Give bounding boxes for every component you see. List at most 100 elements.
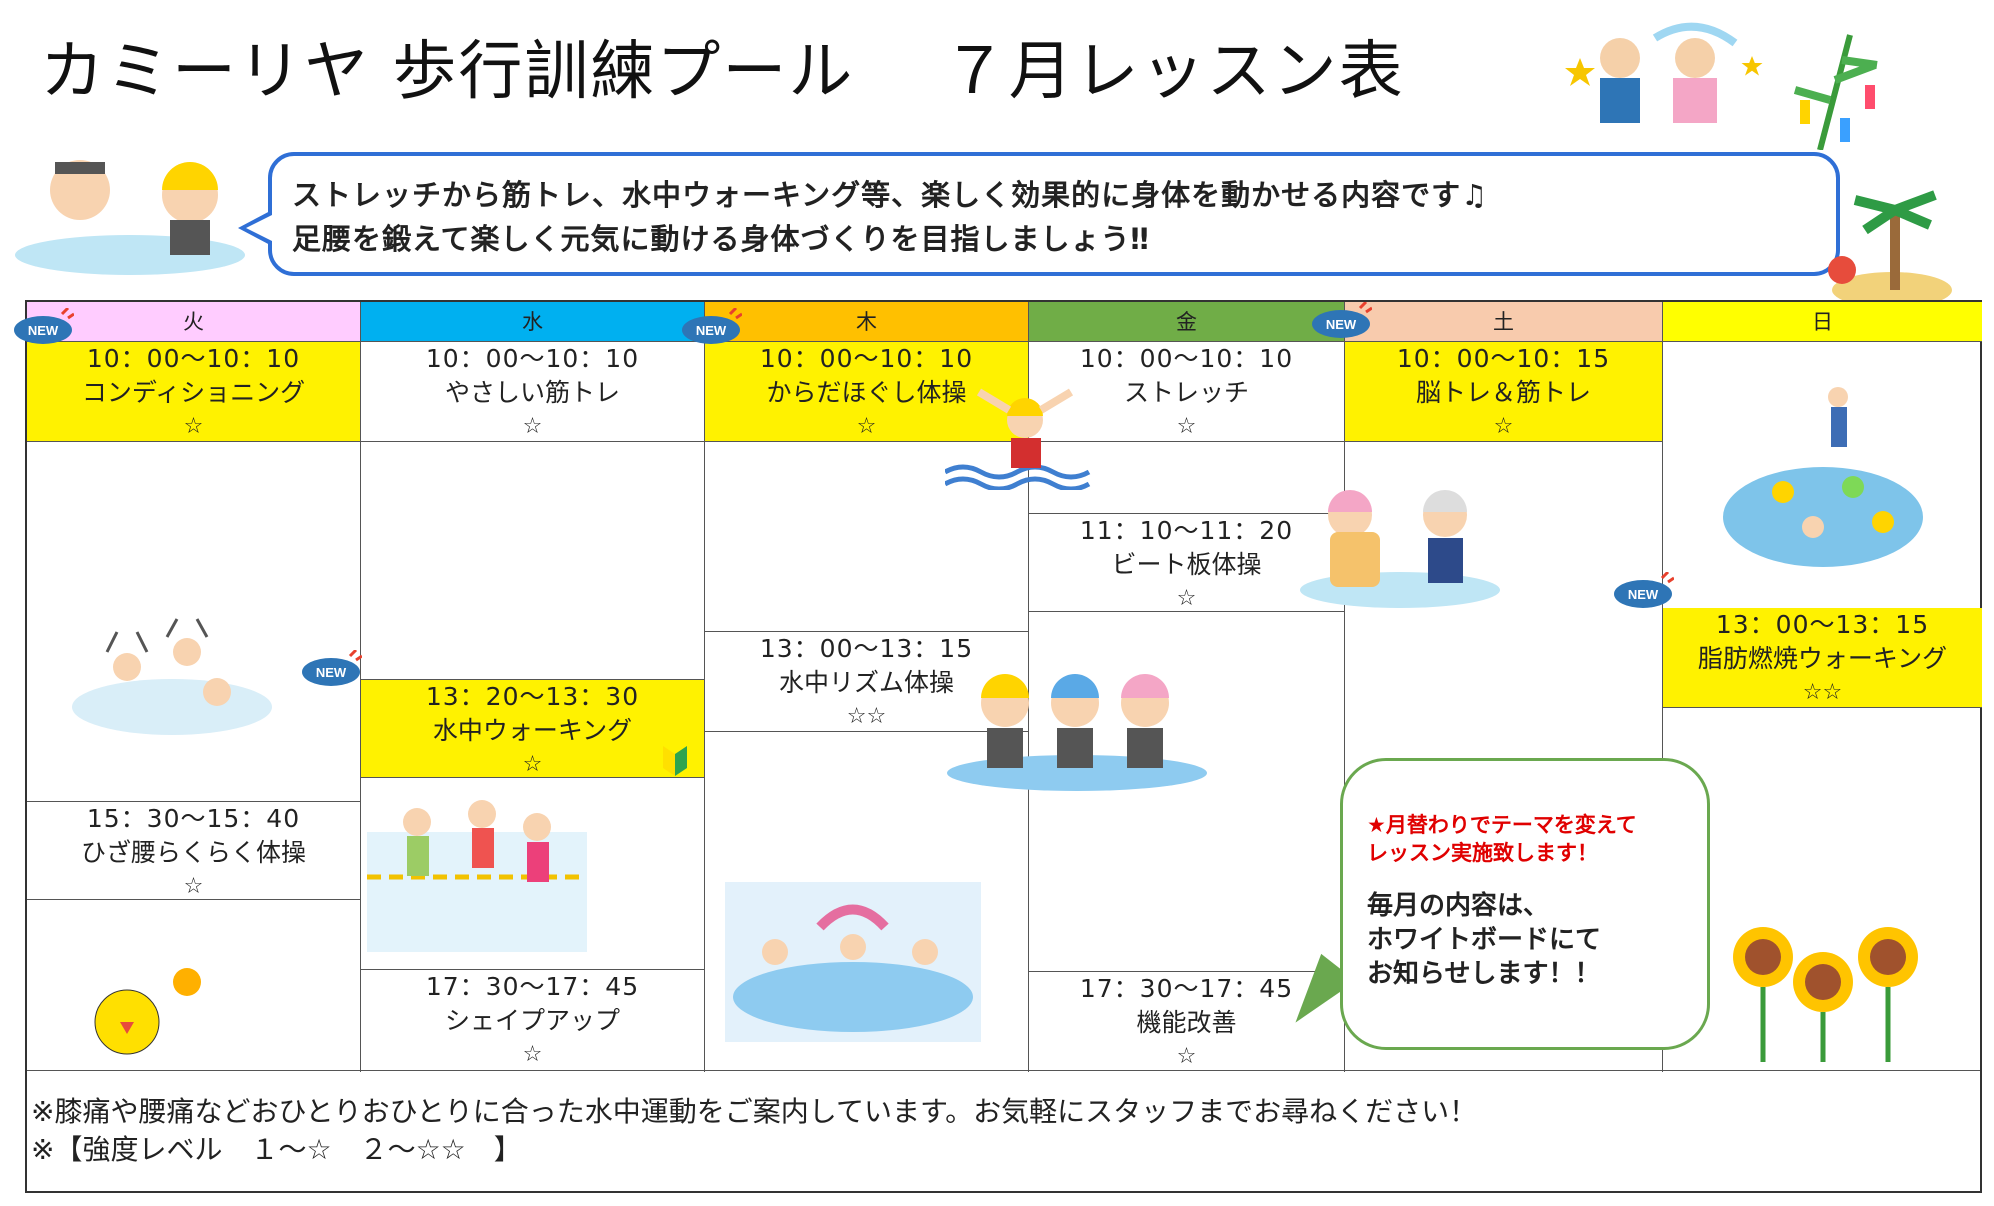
new-badge-icon: NEW [1312, 302, 1372, 338]
monthly-theme-note: ★月替わりでテーマを変えて レッスン実施致します！ 毎月の内容は、 ホワイトボー… [1340, 758, 1710, 1050]
lesson-level: ☆ [183, 414, 204, 439]
lesson-fri-2: 11：10～11：20 ビート板体操 ☆ [1029, 514, 1344, 612]
lesson-gap [705, 442, 1028, 632]
lesson-schedule-table: 火 10：00～10：10 コンディショニング ☆ 15：30～15：40 ひざ… [25, 300, 1982, 1193]
note-line-3: お知らせします！！ [1367, 959, 1601, 989]
lesson-time: 17：30～17：45 [425, 972, 640, 1001]
lesson-time: 13：00～13：15 [759, 634, 974, 663]
column-sunday: 日 13：00～13：15 脂肪燃焼ウォーキング ☆☆ [1663, 302, 1982, 1072]
lesson-wed-1: 10：00～10：10 やさしい筋トレ ☆ [361, 342, 704, 442]
lesson-level: ☆ [1176, 414, 1197, 439]
lesson-name: 機能改善 [1136, 1008, 1237, 1037]
day-header-sunday: 日 [1663, 302, 1982, 342]
lesson-wed-3: 17：30～17：45 シェイプアップ ☆ [361, 970, 704, 1072]
footer-line-1: ※膝痛や腰痛などおひとりおひとりに合った水中運動をご案内しています。お気軽にスタ… [31, 1095, 1478, 1128]
lesson-name: 脂肪燃焼ウォーキング [1697, 644, 1948, 673]
new-badge-text: NEW [1326, 317, 1357, 332]
day-header-thursday: 木 [705, 302, 1028, 342]
lesson-fri-1: 10：00～10：10 ストレッチ ☆ [1029, 342, 1344, 442]
water-exercise-group-illustration [72, 618, 272, 735]
intro-line-1: ストレッチから筋トレ、水中ウォーキング等、楽しく効果的に身体を動かせる内容です♫ [292, 178, 1489, 212]
day-header-tuesday: 火 [27, 302, 360, 342]
lesson-gap [1029, 612, 1344, 972]
new-badge-text: NEW [316, 665, 347, 680]
column-saturday: 土 10：00～10：15 脳トレ＆筋トレ ☆ [1345, 302, 1663, 1072]
column-wednesday: 水 10：00～10：10 やさしい筋トレ ☆ 13：20～13：30 水中ウォ… [361, 302, 705, 1072]
new-badge-text: NEW [1628, 587, 1659, 602]
column-thursday: 木 10：00～10：10 からだほぐし体操 ☆ 13：00～13：15 水中リ… [705, 302, 1029, 1072]
day-header-wednesday: 水 [361, 302, 704, 342]
note-line-2: ホワイトボードにて [1367, 925, 1602, 955]
lesson-level: ☆ [1176, 586, 1197, 611]
lesson-time: 10：00～10：10 [425, 344, 640, 373]
bamboo-decoration [1793, 34, 1878, 150]
rhythm-group-illustration [947, 674, 1207, 791]
note-line-1: 毎月の内容は、 [1367, 891, 1550, 921]
lesson-time: 15：30～15：40 [86, 804, 301, 833]
lesson-level: ☆☆ [846, 704, 887, 729]
lesson-level: ☆ [183, 874, 204, 899]
bubble-tail-inner [246, 214, 274, 242]
lesson-time: 11：10～11：20 [1079, 516, 1294, 545]
water-walking-illustration [367, 800, 587, 952]
lesson-thu-1: 10：00～10：10 からだほぐし体操 ☆ [705, 342, 1028, 442]
lesson-level: ☆ [856, 414, 877, 439]
lesson-level: ☆ [522, 1042, 543, 1067]
lesson-name: ビート板体操 [1111, 550, 1262, 579]
lesson-name: シェイプアップ [444, 1006, 620, 1035]
lesson-time: 13：20～13：30 [425, 682, 640, 711]
note-red-line-2: レッスン実施致します！ [1367, 841, 1598, 865]
lesson-time: 17：30～17：45 [1079, 974, 1294, 1003]
stretching-swimmer-illustration [945, 388, 1091, 490]
swimmers-illustration [15, 160, 245, 275]
lesson-time: 10：00～10：10 [759, 344, 974, 373]
intro-speech-bubble: ストレッチから筋トレ、水中ウォーキング等、楽しく効果的に身体を動かせる内容です♫… [268, 152, 1840, 276]
lesson-level: ☆ [522, 752, 543, 777]
lesson-wed-2: 13：20～13：30 水中ウォーキング ☆ [361, 680, 704, 778]
chick-sun-illustration [94, 968, 201, 1055]
lesson-sun-1: 13：00～13：15 脂肪燃焼ウォーキング ☆☆ [1663, 608, 1982, 708]
column-friday: 金 10：00～10：10 ストレッチ ☆ 11：10～11：20 ビート板体操… [1029, 302, 1345, 1072]
new-badge-icon: NEW [302, 650, 362, 686]
lesson-time: 13：00～13：15 [1715, 610, 1930, 639]
lesson-name: コンディショニング [81, 378, 306, 407]
lesson-name: ストレッチ [1123, 378, 1249, 407]
new-badge-icon: NEW [1614, 572, 1674, 608]
day-header-saturday: 土 [1345, 302, 1662, 342]
lesson-level: ☆ [522, 414, 543, 439]
lesson-name: ひざ腰らくらく体操 [80, 838, 306, 867]
lesson-level: ☆ [1176, 1044, 1197, 1069]
lesson-level: ☆☆ [1802, 680, 1843, 705]
lesson-name: 脳トレ＆筋トレ [1415, 378, 1591, 407]
lesson-time: 10：00～10：10 [1079, 344, 1294, 373]
day-header-friday: 金 [1029, 302, 1344, 342]
footer-line-2: ※【強度レベル １～☆ ２～☆☆ 】 [31, 1133, 522, 1166]
lesson-thu-2: 13：00～13：15 水中リズム体操 ☆☆ [705, 632, 1028, 732]
lesson-time: 10：00～10：15 [1396, 344, 1611, 373]
beginner-mark-icon [663, 746, 687, 776]
lesson-tue-1: 10：00～10：10 コンディショニング ☆ [27, 342, 360, 442]
new-badge-text: NEW [28, 323, 59, 338]
lesson-gap [361, 778, 704, 970]
lesson-time: 10：00～10：10 [86, 344, 301, 373]
pool-group-illustration [1723, 387, 1923, 567]
note-red-line-1: ★月替わりでテーマを変えて [1367, 813, 1637, 837]
lesson-level: ☆ [1493, 414, 1514, 439]
footer-notes: ※膝痛や腰痛などおひとりおひとりに合った水中運動をご案内しています。お気軽にスタ… [25, 1068, 1982, 1193]
lesson-gap [361, 442, 704, 680]
new-badge-icon: NEW [14, 308, 74, 344]
lesson-tue-2: 15：30～15：40 ひざ腰らくらく体操 ☆ [27, 802, 360, 900]
palm-beach-illustration [1828, 190, 1952, 308]
dumbbell-exercise-illustration [725, 882, 981, 1042]
kickboard-swimmers-illustration [1300, 490, 1500, 608]
lesson-gap [1029, 442, 1344, 514]
new-badge-icon: NEW [682, 308, 742, 344]
lesson-fri-3: 17：30～17：45 機能改善 ☆ [1029, 972, 1344, 1072]
lesson-name: 水中リズム体操 [778, 668, 954, 697]
new-badge-text: NEW [696, 323, 727, 338]
page-title: カミーリヤ 歩行訓練プール ７月レッスン表 [40, 35, 1405, 109]
lesson-sat-1: 10：00～10：15 脳トレ＆筋トレ ☆ [1345, 342, 1662, 442]
lesson-gap [27, 442, 360, 802]
intro-line-2: 足腰を鍛えて楽しく元気に動ける身体づくりを目指しましょう‼ [292, 222, 1150, 256]
lesson-name: やさしい筋トレ [444, 378, 620, 407]
